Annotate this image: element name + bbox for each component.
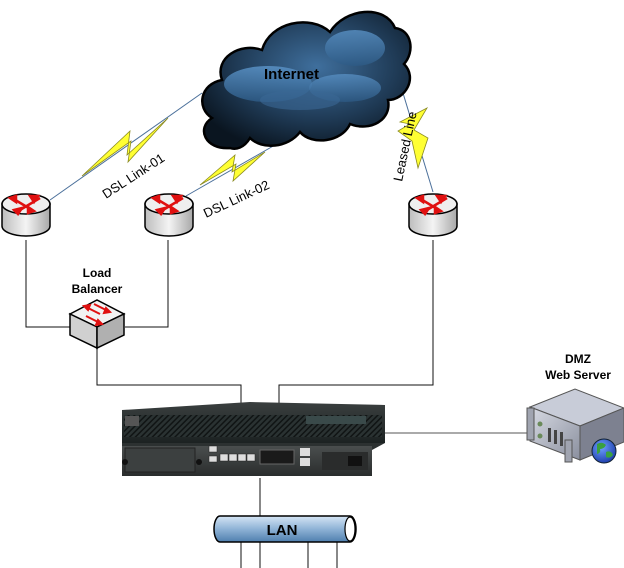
dmz-label-2: Web Server <box>545 368 611 382</box>
dmz-web-server[interactable] <box>526 388 624 464</box>
router-1[interactable] <box>1 193 51 237</box>
lan-segment[interactable]: LAN <box>213 515 357 543</box>
load-balancer-switch[interactable] <box>68 299 126 350</box>
internet-label: Internet <box>264 66 319 83</box>
lan-label: LAN <box>267 522 298 539</box>
ethernet-ports <box>208 445 256 463</box>
router-arrows-icon <box>414 194 448 216</box>
logo-icon <box>125 416 139 426</box>
lb-to-firewall-line <box>96 348 242 403</box>
dmz-label-1: DMZ <box>565 352 591 366</box>
leased-line-bolt-icon <box>397 107 429 170</box>
router3-to-firewall-line <box>278 240 434 403</box>
globe-icon <box>591 438 617 464</box>
router-arrows-icon <box>7 194 41 216</box>
internet-cloud: Internet <box>201 10 412 150</box>
dsl-link-01-line <box>49 92 203 201</box>
router1-to-lb-line <box>25 240 70 328</box>
router-arrows-icon <box>150 194 184 216</box>
router-3[interactable] <box>408 193 458 237</box>
connection-lines <box>25 240 527 568</box>
dsl-link-01-bolt-icon <box>81 117 169 177</box>
dsl-link-02-label: DSL Link-02 <box>201 177 272 221</box>
router2-to-lb-line <box>125 240 169 328</box>
dsl-link-02-line <box>185 144 276 197</box>
wan-links <box>49 69 434 201</box>
load-balancer-label-2: Balancer <box>72 282 123 296</box>
router-2[interactable] <box>144 193 194 237</box>
firewall-appliance[interactable] <box>122 402 385 476</box>
switch-arrows-icon <box>81 303 113 327</box>
load-balancer-label-1: Load <box>83 266 112 280</box>
dsl-link-02-bolt-icon <box>199 151 266 186</box>
